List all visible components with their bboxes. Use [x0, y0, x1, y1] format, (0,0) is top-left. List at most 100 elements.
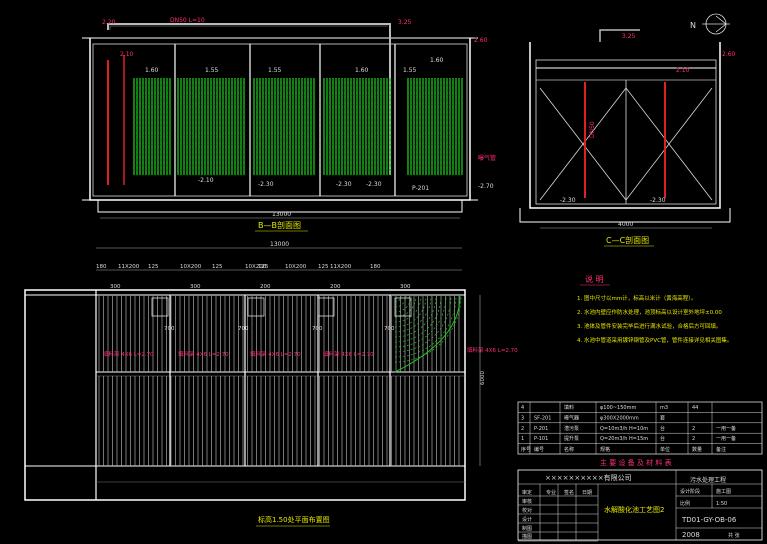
- tb-row-2: 审核: [522, 498, 532, 505]
- eq-cell: Q=20m3/h H=15m: [600, 436, 648, 442]
- bb-top-left-elev: 2.20: [102, 19, 116, 26]
- plan-top-dim: 125: [212, 264, 223, 270]
- plan-top-dim: 11X200: [118, 264, 140, 270]
- plan-mark-700-3: 700: [312, 326, 323, 332]
- notes-item-2: 2. 水池内壁应作防水处理，池顶标高以设计室外地坪±0.00: [577, 308, 722, 316]
- bb-level-1: 1.60: [145, 67, 159, 74]
- plan-top-dim: 125: [258, 264, 269, 270]
- eq-cell: m3: [660, 405, 668, 411]
- notes-item-4: 4. 水池中管道采用镀锌钢管及PVC管，管件连接详见相关图集。: [577, 336, 732, 344]
- bb-level-3: 1.55: [268, 67, 282, 74]
- plan-cell-dim: 200: [330, 284, 341, 290]
- eq-cell: 填料: [564, 404, 574, 411]
- arc-ring: [394, 295, 462, 363]
- plan-cell-dim: 300: [110, 284, 121, 290]
- bb-left-elev: 2.10: [120, 51, 134, 58]
- plan-cell-label-3: 填料架 4X6 L=2.70: [250, 350, 301, 358]
- cc-inner-elev: 2.10: [676, 67, 690, 74]
- plan-cell-dim: 300: [400, 284, 411, 290]
- tb-scale: 1:50: [716, 501, 727, 507]
- section-bb: 1.60 1.55 1.55 1.60 1.55 1.60 -2.10 -2.3…: [82, 17, 496, 232]
- tb-row-6: 描图: [522, 533, 532, 540]
- notes-heading: 说 明: [585, 274, 604, 284]
- eq-cell: 1: [521, 436, 524, 442]
- tb-col-3: 日期: [582, 490, 592, 496]
- plan-cell-label-4: 填料架 4X6 L=2.70: [323, 350, 374, 358]
- plan-top-dim: 125: [318, 264, 329, 270]
- section-cc: 3.25 2.60 2.10 DN50 -2.30 -2.30 4000 C—C…: [519, 29, 736, 247]
- bb-overall-width: 13000: [272, 211, 291, 218]
- arc-ring: [394, 295, 447, 348]
- eq-cell: φ300X2000mm: [600, 415, 639, 421]
- arc-ring: [394, 295, 442, 343]
- cc-top-elev2: 2.60: [722, 51, 736, 58]
- eq-cell: 2: [692, 426, 695, 432]
- arc-ring: [394, 295, 437, 338]
- bb-right-elev: 2.60: [474, 37, 488, 44]
- bb-right-top-elev: 1.60: [430, 57, 444, 64]
- eq-cell: 2: [692, 436, 695, 442]
- arc-ring: [394, 295, 417, 318]
- arc-ring: [394, 295, 427, 328]
- plan-cell-dim: 200: [260, 284, 271, 290]
- plan-top-dim: 10X200: [180, 264, 202, 270]
- eq-header: 序号: [521, 446, 531, 453]
- eq-cell: φ100~150mm: [600, 405, 636, 411]
- aeration-arc: [394, 295, 462, 373]
- eq-cell: 4: [521, 405, 524, 411]
- plan-title: 标高1.50处平面布置图: [258, 515, 330, 524]
- tb-row-4: 设计: [522, 516, 532, 523]
- plan-top-dim: 180: [96, 264, 107, 270]
- bb-bottom-right: -2.70: [478, 183, 494, 190]
- eq-cell: 套: [660, 414, 665, 421]
- bb-right-note: 曝气管: [478, 154, 496, 162]
- eq-header: 单位: [660, 446, 670, 453]
- cc-pipe-label: DN50: [589, 121, 596, 138]
- bb-level-5: 1.55: [403, 67, 417, 74]
- bb-level-2: 1.55: [205, 67, 219, 74]
- tb-col-1: 专业: [546, 489, 556, 496]
- bb-bottom-3: -2.30: [336, 181, 352, 188]
- arc-ring: [394, 295, 452, 353]
- bb-bottom-2: -2.30: [258, 181, 274, 188]
- plan-right-label: 填料架 4X6 L=2.70: [467, 346, 518, 354]
- tb-sheet: 共 张: [728, 532, 740, 539]
- tb-drawing-name: 水解酸化池工艺图2: [604, 505, 664, 514]
- plan-mark-700-2: 700: [238, 326, 249, 332]
- tb-row-3: 校对: [522, 507, 532, 514]
- arc-ring: [394, 295, 422, 323]
- tb-row-5: 制图: [522, 525, 532, 532]
- eq-title: 主 要 设 备 及 材 料 表: [600, 458, 672, 467]
- plan-cell-dim: 300: [190, 284, 201, 290]
- eq-cell: Q=10m3/h H=10m: [600, 426, 648, 432]
- arc-ring: [394, 295, 407, 308]
- north-arrow-icon: N: [690, 13, 730, 35]
- plan-top-dim: 11X200: [330, 264, 352, 270]
- north-label: N: [690, 21, 696, 30]
- eq-cell: 台: [660, 435, 665, 442]
- plan-top-dim: 10X200: [245, 264, 267, 270]
- arc-ring: [394, 295, 432, 333]
- arc-edge: [394, 295, 461, 373]
- tb-stage-value: 施工图: [716, 488, 731, 495]
- plan-side-dim: 6000: [480, 371, 486, 385]
- notes-item-1: 1. 图中尺寸以mm计，标高以米计（黄海高程）。: [577, 294, 696, 302]
- bb-pipe-label: DN50 L=10: [170, 17, 205, 24]
- cc-title: C—C剖面图: [606, 235, 649, 245]
- bb-top-mid-elev: 3.25: [398, 19, 412, 26]
- eq-cell: 潜污泵: [564, 425, 579, 432]
- plan-cell-label-2: 填料架 4X6 L=2.70: [178, 350, 229, 358]
- cc-bottom-left: -2.30: [560, 197, 576, 204]
- title-block: 专业 签名 日期 审定 审核 校对 设计 制图 描图 设计阶段 施工图 比例 1…: [517, 469, 763, 542]
- tb-project: 污水处理工程: [690, 476, 726, 484]
- plan-mark-700-1: 700: [164, 326, 175, 332]
- bb-bottom-1: -2.10: [198, 177, 214, 184]
- eq-cell: P-201: [534, 426, 548, 432]
- cc-top-elev: 3.25: [622, 33, 636, 40]
- eq-header: 编号: [534, 446, 544, 453]
- eq-header: 数量: [692, 446, 702, 453]
- tb-stage-label: 设计阶段: [680, 488, 700, 495]
